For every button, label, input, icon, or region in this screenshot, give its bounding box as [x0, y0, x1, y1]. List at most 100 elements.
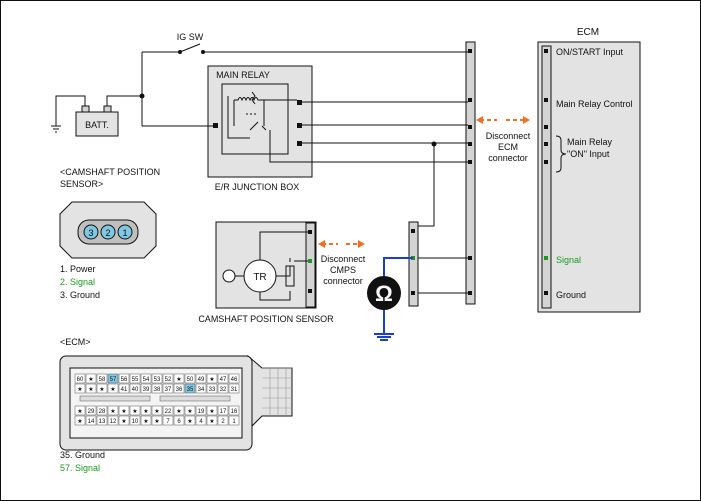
ecm-pin-number: ★: [143, 418, 148, 425]
ecm-pin-number: 58: [99, 377, 106, 383]
ecm-pin-number: 38: [154, 387, 161, 393]
ecm-pin-cell: [151, 373, 163, 384]
ecm-pin-number: ★: [143, 408, 148, 415]
ecm-pin-number: ★: [110, 386, 115, 393]
ecm-pin-number: 7: [166, 419, 170, 425]
disconnect-ecm-line1: Disconnect: [486, 131, 531, 141]
ecm-pin-cell: [74, 373, 86, 384]
ecm-pin-cell: [228, 373, 240, 384]
harness-pin-4: [468, 142, 472, 146]
ecm-pin-number: ★: [77, 418, 82, 425]
cmps-pin-1: [117, 224, 133, 240]
ecm-pin-cell: [107, 405, 119, 416]
camshaft-sensor-label: CAMSHAFT POSITION SENSOR: [198, 314, 334, 324]
ecm-pin-cell: [173, 405, 185, 416]
ecm-pin-number: ★: [187, 408, 192, 415]
ecm-pin-cell: [184, 405, 196, 416]
ecm-legend-2: 57. Signal: [60, 463, 100, 473]
ecm-pin-number: 4: [199, 419, 203, 425]
harness-pin-7: [468, 291, 472, 295]
ecm-pin-cell: [140, 415, 152, 426]
ecm-pin-cell: [140, 373, 152, 384]
battery: [75, 111, 119, 137]
ecm-pin-number: 19: [198, 409, 205, 415]
ecm-pin-number: ★: [154, 408, 159, 415]
ecm-pin-cell: [151, 405, 163, 416]
arrowhead-left: [476, 116, 483, 124]
ecm-pin-cell: [118, 383, 130, 394]
ecm-pin-number: ★: [209, 418, 214, 425]
jb-pin-3: [297, 123, 302, 128]
ecm-pin-cell: [96, 373, 108, 384]
ecm-pin-number: 2: [221, 419, 225, 425]
battery-terminal-pos: [103, 105, 112, 113]
ecm-pin-number: 52: [165, 377, 172, 383]
ecm-pin-number: 53: [154, 377, 161, 383]
ecm-pin-relay-on-2: [544, 142, 548, 146]
ecm-pin-number: ★: [132, 408, 137, 415]
ecm-pin-cell: [74, 383, 86, 394]
ecm-pin-number: 22: [165, 409, 172, 415]
ecm-pin-relay-on-1: [544, 125, 548, 129]
ecm-pin-cell: [118, 373, 130, 384]
ecm-label-ground: Ground: [556, 290, 586, 300]
harness-pin-2: [468, 98, 472, 102]
harness-pin-3: [468, 125, 472, 129]
ig-switch-blade: [179, 43, 201, 53]
ecm-pin-cell: [85, 405, 97, 416]
cmps-title-2: SENSOR>: [60, 179, 103, 189]
ecm-pin-cell: [85, 415, 97, 426]
ecm-pin-number: ★: [88, 386, 93, 393]
ecm-pin-number: 32: [220, 387, 227, 393]
ecm-connector-title: <ECM>: [60, 337, 91, 347]
cmps-pin-3: [83, 224, 99, 240]
ecm-pin-cell: [206, 383, 218, 394]
ecm-pin-cell: [173, 383, 185, 394]
cmps-pin-2: [100, 224, 116, 240]
disconnect-ecm-line3: connector: [488, 153, 528, 163]
ecm-pin-number: 6: [177, 419, 181, 425]
ecm-label-on-start: ON/START Input: [556, 47, 624, 57]
ecm-box: [537, 41, 641, 313]
ohmmeter: [367, 276, 401, 310]
ecm-pin-cell: [140, 405, 152, 416]
ecm-connector-latch-grid: [262, 367, 292, 416]
ecm-brace: [555, 135, 567, 173]
ecm-pin-signal: [544, 256, 548, 260]
ecm-pin-number: ★: [77, 408, 82, 415]
relay-coil-leads: [233, 100, 265, 126]
jb-pin-1: [213, 123, 218, 128]
ecm-pin-cell: [129, 405, 141, 416]
ecm-pin-number: 41: [121, 387, 128, 393]
disconnect-cmps-line1: Disconnect: [321, 254, 366, 264]
battery-label: BATT.: [85, 120, 109, 130]
ecm-pin-cell: [195, 383, 207, 394]
ecm-pin-number: 46: [231, 377, 238, 383]
ecm-pin-number: 50: [187, 377, 194, 383]
ecm-pin-cell: [228, 415, 240, 426]
ecm-pin-number: 29: [88, 409, 95, 415]
relay-resistor: [251, 91, 256, 105]
ecm-pin-cell: [162, 415, 174, 426]
cmps-pin-num-3: 3: [88, 228, 93, 238]
cmps-pin-num-2: 2: [105, 228, 110, 238]
relay-contact: [249, 121, 267, 131]
cmps-title-1: <CAMSHAFT POSITION: [60, 167, 160, 177]
cmps-legend-1: 1. Power: [60, 264, 96, 274]
ecm-pin-number: 31: [231, 387, 238, 393]
ecm-pin-number: 54: [143, 377, 150, 383]
battery-terminal-neg: [81, 105, 90, 113]
harness-pin-1: [468, 49, 472, 53]
cmps-legend-2: 2. Signal: [60, 277, 95, 287]
ecm-pin-cell: [206, 373, 218, 384]
disconnect-cmps-line3: connector: [323, 276, 363, 286]
ecm-pin-cell: [107, 373, 119, 384]
ecm-pin-cell: [206, 415, 218, 426]
sensor-element: [222, 269, 236, 283]
ecm-label-main-relay-control: Main Relay Control: [556, 99, 633, 109]
ecm-pin-number: ★: [209, 408, 214, 415]
relay-coil: [234, 97, 264, 102]
ecm-pin-cell: [217, 383, 229, 394]
ecm-pin-number: 10: [132, 419, 139, 425]
